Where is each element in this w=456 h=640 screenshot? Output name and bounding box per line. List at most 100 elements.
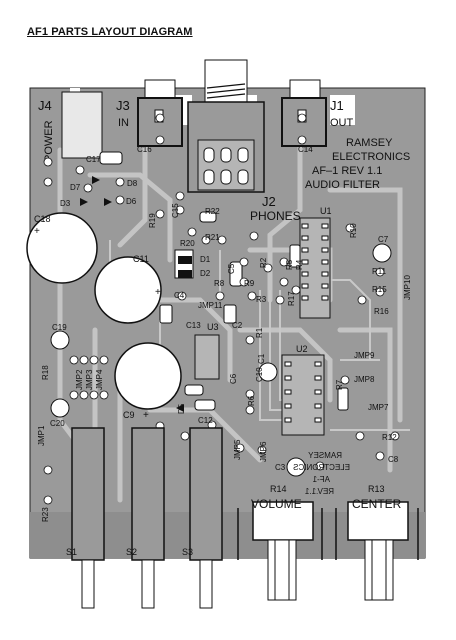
label-r18: R18 [41,365,50,380]
label-jmp9: JMP9 [354,351,375,360]
label-c15: C15 [171,203,180,218]
label-r11: R11 [372,267,387,276]
label-c2: C2 [232,321,243,330]
c11-capacitor [94,256,162,324]
u1-pins [301,223,329,301]
label-c6: C6 [229,373,238,384]
j1-name-label: OUT [330,117,354,129]
c7-capacitor [372,243,392,263]
c18-label: C18 [34,214,51,224]
label-jmp10: JMP10 [403,275,412,300]
label-r5: R5 [285,259,294,270]
brand-line-1: RAMSEY [346,137,393,149]
s1-label: S1 [66,547,77,557]
label-r22: R22 [205,207,220,216]
c1-capacitor [258,362,278,382]
c9-capacitor [114,342,182,410]
c9-plus: + [143,410,149,421]
silk-mirror-line-2: ELECTRONICS [293,463,350,472]
label-c8: C8 [388,455,399,464]
label-r1: R1 [255,327,264,338]
label-jmp2: JMP2 [75,369,84,390]
label-c13: C13 [186,321,201,330]
label-c1: C1 [257,353,266,364]
d2-diode [178,270,192,278]
label-jmp8: JMP8 [354,375,375,384]
s3-label: S3 [182,547,193,557]
label-jmp1: JMP1 [37,425,46,446]
c11-label: C11 [133,254,149,264]
brand-line-3: AF–1 REV 1.1 [312,165,382,177]
component-labels: C17 D8 D7 D3 D6 C16 C14 R19 C15 R22 R21 … [37,145,412,522]
u1-ic [299,217,331,319]
r13-ref-label: R13 [368,484,385,494]
r14-ref-label: R14 [270,484,287,494]
label-r8: R8 [214,279,225,288]
label-c16: C16 [137,145,152,154]
c18-plus: + [34,226,40,237]
label-jmp7: JMP7 [368,403,389,412]
label-r3: R3 [256,295,267,304]
c9-label: C9 [123,410,135,420]
switch-s1 [71,427,105,609]
label-jmp11: JMP11 [198,301,223,310]
brand-line-2: ELECTRONICS [332,151,410,163]
j3-name-label: IN [118,117,129,129]
u2-label: U2 [296,344,308,354]
label-r16: R16 [374,307,389,316]
label-r2: R2 [259,257,268,268]
label-d6: D6 [126,197,137,206]
u2-pins [284,361,322,423]
r13-name-label: CENTER [352,497,402,511]
j1-ref-label: J1 [330,98,344,113]
label-r23: R23 [41,507,50,522]
u3-label: U3 [207,322,219,332]
label-d2: D2 [200,269,211,278]
silk-mirror-line-4: REV.1.1 [304,487,334,496]
label-r7: R7 [335,379,344,390]
s2-label: S2 [126,547,137,557]
pot-mounting-tabs [237,508,419,560]
label-c17: C17 [86,155,101,164]
label-r21: R21 [205,233,220,242]
label-jmp5: JMP5 [233,439,242,460]
u1-label: U1 [320,206,332,216]
label-c10: C10 [255,367,264,382]
d1-diode [178,256,192,264]
j2-jack-shaft [204,59,248,106]
j2-name-label: PHONES [250,209,301,223]
c11-plus: + [155,287,161,298]
c18-capacitor [26,212,98,284]
label-d7: D7 [70,183,81,192]
label-r20: R20 [180,239,195,248]
label-c20: C20 [50,419,65,428]
label-c14: C14 [298,145,313,154]
label-r10: R10 [349,223,358,238]
r14-volume-pot [252,501,314,601]
switch-s2 [131,427,165,609]
label-c3: C3 [275,463,286,472]
diode-symbols [80,176,184,412]
label-r12: R12 [382,433,397,442]
j2-ref-label: J2 [262,194,276,209]
label-jmp4: JMP4 [95,369,104,390]
label-r19: R19 [148,213,157,228]
label-r17: R17 [287,291,296,306]
c20-capacitor [50,398,70,418]
label-c19: C19 [52,323,67,332]
label-r6: R6 [247,395,256,406]
c3-capacitor [286,457,306,477]
solder-pads [43,113,400,505]
switch-s3 [189,427,223,609]
label-d1: D1 [200,255,211,264]
label-r15: R15 [372,285,387,294]
c19-capacitor [50,330,70,350]
label-c12: C12 [198,416,213,425]
label-jmp6: JMP6 [259,441,268,462]
r13-center-pot [347,501,409,601]
page-title: AF1 PARTS LAYOUT DIAGRAM [27,26,193,38]
label-d3: D3 [60,199,71,208]
j4-power-jack [61,91,103,159]
silk-mirror-line-3: AF-1 [312,475,330,484]
